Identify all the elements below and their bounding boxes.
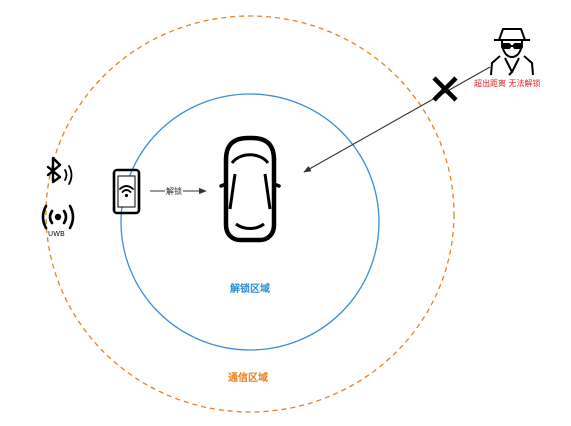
unlock-zone-circle [120,93,380,351]
cross-mark-icon [432,76,458,102]
uwb-label: UWB [48,230,65,238]
comm-zone-circle [45,15,455,413]
phone-wifi-icon [112,168,141,215]
uwb-signal-icon [41,204,75,230]
relay-attack-arrow [303,66,491,173]
out-of-range-label: 超出距离 无法解锁 [474,79,541,88]
unlock-zone-label: 解锁区域 [230,284,270,295]
hacker-icon [490,28,534,76]
unlock-action-label: 解锁 [165,186,183,197]
comm-zone-label: 通信区域 [228,373,268,384]
bluetooth-icon [46,156,73,185]
car-icon [219,135,281,243]
